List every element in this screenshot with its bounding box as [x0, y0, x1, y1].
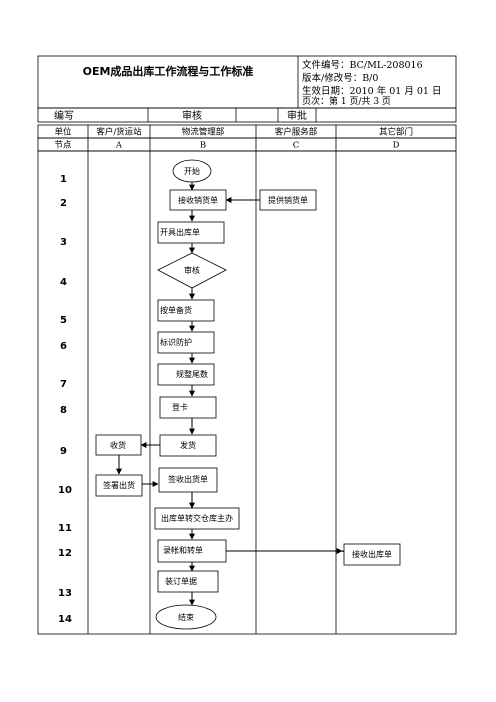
document-number: 文件编号：BC/ML-208016 — [302, 59, 423, 71]
receive-sales-order-node: 接收销货单 — [169, 189, 227, 211]
step-number: 5 — [60, 315, 67, 326]
start-label: 开始 — [184, 166, 200, 176]
transfer-order-label: 出库单转交仓库主办 — [161, 513, 233, 523]
receive-goods-label: 收货 — [110, 440, 126, 450]
code-c: C — [293, 141, 300, 151]
reviewed-label: 审核 — [182, 109, 202, 122]
step-number: 9 — [60, 446, 67, 457]
prepare-goods-label: 按单备货 — [160, 305, 192, 315]
flow-area-frame — [37, 150, 457, 635]
ship-node: 发货 — [159, 434, 217, 457]
step-number: 6 — [60, 341, 67, 352]
prepared-label: 编写 — [54, 109, 74, 122]
step-number: 7 — [60, 379, 67, 390]
review-label: 审核 — [184, 265, 200, 275]
issue-outbound-order-node: 开具出库单 — [157, 221, 225, 244]
step-number: 10 — [58, 485, 72, 496]
unit-other: 其它部门 — [379, 127, 413, 138]
unit-logistics: 物流管理部 — [182, 127, 225, 138]
sign-receipt-node: 签署出货 — [95, 474, 143, 497]
bind-documents-label: 装订单据 — [165, 576, 197, 586]
provide-sales-order-node: 提供销货单 — [259, 189, 317, 211]
label-protect-node: 标识防护 — [157, 331, 215, 354]
column-headers: 单位 节点 客户/货运站 物流管理部 客户服务部 其它部门 A B C D — [37, 124, 457, 152]
step-numbers: 1 2 3 4 5 6 7 8 9 10 11 12 13 14 — [58, 174, 72, 625]
step-number: 13 — [58, 588, 72, 599]
transfer-order-node: 出库单转交仓库主办 — [154, 507, 240, 530]
bind-documents-node: 装订单据 — [157, 570, 219, 593]
step-number: 11 — [58, 523, 72, 534]
sign-outbound-label: 签收出货单 — [168, 474, 208, 484]
record-account-node: 录帐和转单 — [157, 539, 227, 563]
document-title: OEM成品出库工作流程与工作标准 — [83, 64, 254, 78]
effective-date: 生效日期：2010 年 01 月 01 日 — [302, 85, 441, 97]
unit-customer: 客户/货运站 — [96, 127, 142, 138]
tidy-tail-node: 规整尾数 — [157, 363, 215, 386]
record-account-label: 录帐和转单 — [163, 545, 203, 555]
provide-sales-order-label: 提供销货单 — [268, 195, 308, 205]
ship-label: 发货 — [180, 440, 196, 450]
code-d: D — [393, 141, 400, 151]
receive-outbound-label: 接收出库单 — [352, 549, 392, 559]
receive-goods-node: 收货 — [95, 434, 142, 456]
step-number: 14 — [58, 614, 72, 625]
tidy-tail-label: 规整尾数 — [176, 369, 208, 379]
code-b: B — [200, 141, 206, 151]
sign-receipt-label: 签署出货 — [103, 480, 135, 490]
approval-row: 编写 审核 审批 — [37, 107, 457, 123]
end-node: 结束 — [155, 604, 217, 630]
sign-outbound-node: 签收出货单 — [158, 467, 218, 493]
issue-outbound-order-label: 开具出库单 — [160, 227, 200, 237]
version-number: 版本/修改号：B/0 — [302, 72, 378, 84]
approved-label: 审批 — [287, 109, 307, 122]
step-number: 8 — [60, 405, 67, 416]
unit-label: 单位 — [54, 127, 72, 138]
label-protect-label: 标识防护 — [160, 337, 192, 347]
unit-customer-service: 客户服务部 — [275, 127, 318, 138]
start-node: 开始 — [172, 159, 212, 183]
receive-sales-order-label: 接收销货单 — [178, 195, 218, 205]
flow-nodes: 开始 接收销货单 提供销货单 开具出库单 审核 按单备货 标识防 — [95, 159, 401, 630]
step-number: 12 — [58, 548, 72, 559]
step-number: 1 — [60, 174, 67, 185]
header-block: OEM成品出库工作流程与工作标准 文件编号：BC/ML-208016 版本/修改… — [37, 55, 457, 109]
flow-connectors — [116, 182, 344, 606]
review-decision-node: 审核 — [157, 252, 227, 289]
code-a: A — [115, 141, 123, 151]
receive-outbound-node: 接收出库单 — [343, 543, 401, 566]
step-number: 2 — [60, 198, 67, 209]
page-info: 页次：第 1 页/共 3 页 — [302, 95, 391, 107]
register-card-label: 登卡 — [172, 402, 188, 412]
end-label: 结束 — [178, 612, 194, 622]
step-number: 4 — [60, 277, 67, 288]
prepare-goods-node: 按单备货 — [157, 299, 215, 322]
node-label: 节点 — [54, 141, 72, 151]
step-number: 3 — [60, 237, 67, 248]
register-card-node: 登卡 — [159, 396, 217, 419]
